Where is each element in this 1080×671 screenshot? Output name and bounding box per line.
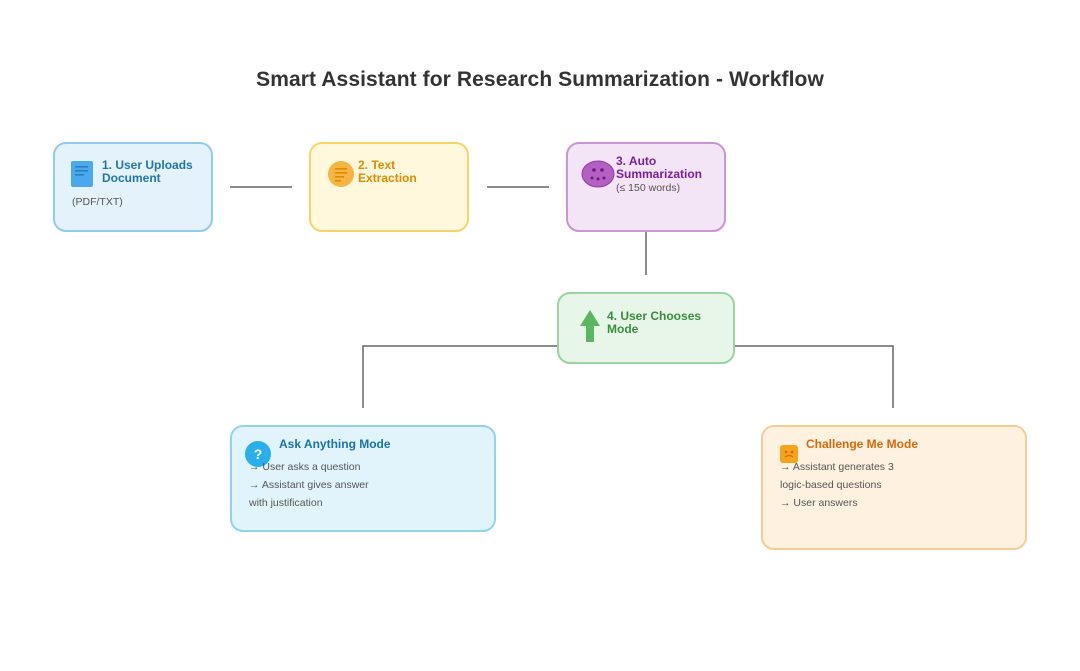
document-icon bbox=[71, 161, 93, 187]
connector-4-ask bbox=[362, 345, 557, 408]
ask-anything-line: → Assistant gives answer bbox=[249, 479, 369, 491]
question-icon: ? bbox=[245, 441, 271, 467]
challenge-icon bbox=[780, 445, 798, 463]
challenge-me-details: → Assistant generates 3 logic-based ques… bbox=[780, 458, 894, 512]
diagram-title: Smart Assistant for Research Summarizati… bbox=[256, 68, 824, 91]
step-choose-mode-box: 4. User Chooses Mode bbox=[557, 292, 735, 364]
challenge-me-line: logic-based questions bbox=[780, 479, 882, 491]
up-arrow-icon bbox=[580, 310, 600, 342]
challenge-me-line: → User answers bbox=[780, 497, 858, 509]
challenge-me-line: → Assistant generates 3 bbox=[780, 461, 894, 473]
step-upload-sub: (PDF/TXT) bbox=[72, 196, 123, 208]
step-summarization-label: 3. Auto Summarization bbox=[616, 154, 703, 181]
step-summarization-box: 3. Auto Summarization (≤ 150 words) bbox=[566, 142, 726, 232]
ask-anything-mode-box: ? Ask Anything Mode → User asks a questi… bbox=[230, 425, 496, 532]
step-upload-label: 1. User Uploads Document bbox=[102, 158, 193, 185]
challenge-me-mode-box: Challenge Me Mode → Assistant generates … bbox=[761, 425, 1027, 550]
challenge-me-title: Challenge Me Mode bbox=[806, 437, 919, 451]
step-extraction-box: 2. Text Extraction bbox=[309, 142, 469, 232]
text-extraction-icon bbox=[328, 161, 354, 187]
ask-anything-details: → User asks a question → Assistant gives… bbox=[249, 458, 369, 512]
svg-text:?: ? bbox=[254, 446, 263, 462]
step-upload-box: 1. User Uploads Document (PDF/TXT) bbox=[53, 142, 213, 232]
ask-anything-title: Ask Anything Mode bbox=[279, 437, 391, 451]
ask-anything-line: → User asks a question bbox=[249, 461, 361, 473]
brain-icon bbox=[581, 160, 615, 188]
connector-4-challenge bbox=[735, 345, 894, 408]
ask-anything-line: with justification bbox=[249, 497, 323, 509]
step-extraction-label: 2. Text Extraction bbox=[358, 158, 417, 185]
step-choose-mode-label: 4. User Chooses Mode bbox=[607, 309, 702, 336]
step-summarization-sub: (≤ 150 words) bbox=[616, 182, 681, 194]
